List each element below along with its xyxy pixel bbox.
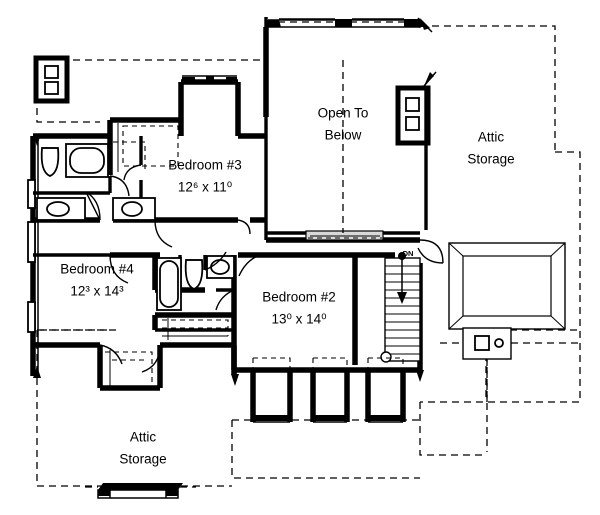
dormer-bottom <box>85 483 196 499</box>
porch-roof <box>448 242 566 330</box>
area-label-attic-storage-right-line1: Attic <box>478 130 505 145</box>
room-label-bedroom-2: Bedroom #2 <box>262 290 336 305</box>
room-label-bedroom-3: Bedroom #3 <box>168 158 242 173</box>
area-label-attic-storage-bottom-line1: Attic <box>130 430 157 445</box>
bathtub-fixture <box>65 143 109 178</box>
area-labels: Open To Below Attic Storage Attic Storag… <box>119 106 514 467</box>
door-swings <box>85 164 444 373</box>
sink-fixture <box>112 197 156 221</box>
bathroom-1-fixtures <box>36 143 156 221</box>
balcony-rail <box>305 230 384 241</box>
dormer <box>365 357 406 423</box>
room-dimension-bedroom-2: 13⁰ x 14⁰ <box>271 312 327 327</box>
area-label-attic-storage-right-line2: Storage <box>467 152 514 167</box>
area-label-attic-storage-bottom-line2: Storage <box>119 452 166 467</box>
room-dimension-bedroom-3: 12⁶ x 11⁰ <box>178 180 233 195</box>
chimney-upper-left <box>33 55 70 104</box>
roof-detail-box <box>440 327 580 402</box>
window-bedroom3-top <box>182 75 237 84</box>
dormer <box>310 357 350 423</box>
stair-direction-label: DN <box>403 249 414 258</box>
room-label-bedroom-4: Bedroom #4 <box>60 262 134 277</box>
dormer-group-bottom <box>250 357 406 423</box>
dormer <box>250 357 293 423</box>
closets-dashed <box>105 123 229 386</box>
toilet-fixture <box>184 259 204 290</box>
stairway-down: DN <box>380 249 421 363</box>
room-labels: Bedroom #3 12⁶ x 11⁰ Bedroom #4 12³ x 14… <box>60 158 336 327</box>
bathtub-fixture <box>156 257 182 311</box>
toilet-fixture <box>40 147 60 177</box>
sink-fixture <box>36 197 86 221</box>
room-dimension-bedroom-4: 12³ x 14³ <box>70 284 124 299</box>
window-top-group <box>264 17 433 33</box>
chimney-center-right <box>395 71 437 230</box>
bathroom-2-fixtures <box>156 255 235 311</box>
